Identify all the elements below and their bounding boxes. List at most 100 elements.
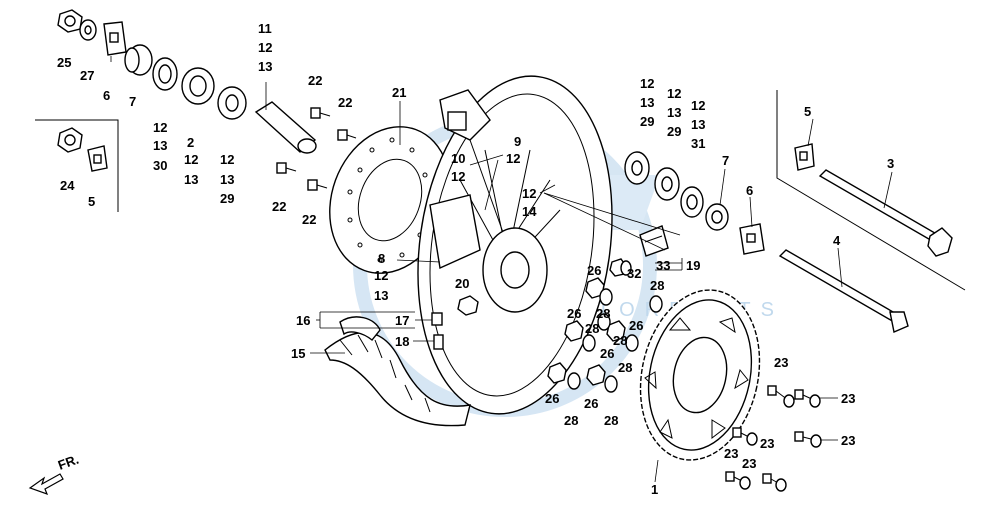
callout-6: 6 xyxy=(103,88,110,103)
front-label: FR. xyxy=(56,452,81,473)
callout-12: 12 xyxy=(506,151,520,166)
callout-13: 13 xyxy=(667,105,681,120)
callout-18: 18 xyxy=(395,334,409,349)
callout-23: 23 xyxy=(841,433,855,448)
callout-27: 27 xyxy=(80,68,94,83)
washer-28-e xyxy=(567,372,581,390)
spacer-11 xyxy=(254,101,317,154)
rim-band-17 xyxy=(339,316,381,341)
callout-5: 5 xyxy=(804,104,811,119)
callout-26: 26 xyxy=(587,263,601,278)
left-bracket-frame xyxy=(35,119,119,212)
bolt-22-d xyxy=(307,179,328,191)
callout-12: 12 xyxy=(667,86,681,101)
callout-labels: 25 27 6 7 12 13 30 2 12 13 12 13 29 11 1… xyxy=(57,21,894,497)
callout-7: 7 xyxy=(722,153,729,168)
sprocket-1 xyxy=(639,289,761,461)
bolt-22-b xyxy=(337,129,357,141)
callout-28: 28 xyxy=(604,413,618,428)
plate-6 xyxy=(103,21,127,56)
callout-28: 28 xyxy=(613,333,627,348)
callout-3: 3 xyxy=(887,156,894,171)
callout-33: 33 xyxy=(656,258,670,273)
callout-12: 12 xyxy=(184,152,198,167)
washer-28-f xyxy=(604,375,618,393)
callout-22: 22 xyxy=(302,212,316,227)
callout-12: 12 xyxy=(640,76,654,91)
bolt-23-c xyxy=(732,427,758,446)
callout-28: 28 xyxy=(564,413,578,428)
plate-5-right xyxy=(794,143,815,171)
callout-24: 24 xyxy=(60,178,75,193)
callout-31: 31 xyxy=(691,136,705,151)
callout-13: 13 xyxy=(640,95,654,110)
washer-28-h xyxy=(597,313,611,331)
washer-28-a xyxy=(599,288,613,306)
bolt-22-c xyxy=(276,162,297,174)
callout-23: 23 xyxy=(760,436,774,451)
valve-18 xyxy=(433,334,444,350)
callout-23: 23 xyxy=(742,456,756,471)
callout-12: 12 xyxy=(258,40,272,55)
cush-rubber-9 xyxy=(439,89,491,141)
callout-10: 10 xyxy=(451,151,465,166)
washer-27 xyxy=(79,19,97,41)
nut-26-f xyxy=(586,364,606,386)
washer-28-b xyxy=(620,260,632,276)
callout-16: 16 xyxy=(296,313,310,328)
callout-13: 13 xyxy=(153,138,167,153)
bearing-29-right-b xyxy=(654,167,680,201)
callout-20: 20 xyxy=(455,276,469,291)
callout-23: 23 xyxy=(774,355,788,370)
callout-5: 5 xyxy=(88,194,95,209)
callout-12: 12 xyxy=(153,120,167,135)
callout-12: 12 xyxy=(451,169,465,184)
callout-21: 21 xyxy=(392,85,406,100)
callout-6: 6 xyxy=(746,183,753,198)
callout-30: 30 xyxy=(153,158,167,173)
callout-11: 11 xyxy=(258,21,272,36)
nut-26-e xyxy=(547,362,567,384)
callout-9: 9 xyxy=(514,134,521,149)
callout-22: 22 xyxy=(308,73,322,88)
collar-7 xyxy=(124,44,153,76)
callout-23: 23 xyxy=(841,391,855,406)
callout-12: 12 xyxy=(522,186,536,201)
bearing-29-top xyxy=(217,86,247,120)
callout-8: 8 xyxy=(378,251,385,266)
callout-29: 29 xyxy=(640,114,654,129)
callout-1: 1 xyxy=(651,482,658,497)
collar-7-right xyxy=(705,203,729,231)
callout-28: 28 xyxy=(650,278,664,293)
axle-4 xyxy=(778,249,909,333)
callout-26: 26 xyxy=(567,306,581,321)
nut-26-d xyxy=(606,320,626,342)
callout-13: 13 xyxy=(258,59,272,74)
callout-17: 17 xyxy=(395,313,409,328)
callout-26: 26 xyxy=(629,318,643,333)
bolt-23-d xyxy=(794,431,822,448)
bearing-31 xyxy=(680,186,704,218)
axle-3 xyxy=(818,169,953,257)
washer-28-g xyxy=(649,295,663,313)
bearing-12-top xyxy=(152,57,178,91)
callout-12: 12 xyxy=(220,152,234,167)
callout-26: 26 xyxy=(584,396,598,411)
callout-4: 4 xyxy=(833,233,841,248)
callout-19: 19 xyxy=(686,258,700,273)
callout-26: 26 xyxy=(600,346,614,361)
nut-24 xyxy=(57,127,83,153)
callout-29: 29 xyxy=(667,124,681,139)
callout-14: 14 xyxy=(522,204,537,219)
callout-13: 13 xyxy=(691,117,705,132)
callout-29: 29 xyxy=(220,191,234,206)
bolt-22-a xyxy=(310,107,331,119)
callout-15: 15 xyxy=(291,346,305,361)
tire-15 xyxy=(324,331,471,427)
hub-8 xyxy=(429,194,548,313)
callout-22: 22 xyxy=(272,199,286,214)
bearing-29-right-a xyxy=(624,151,650,185)
plate-5-left xyxy=(87,145,108,172)
callout-28: 28 xyxy=(596,306,610,321)
